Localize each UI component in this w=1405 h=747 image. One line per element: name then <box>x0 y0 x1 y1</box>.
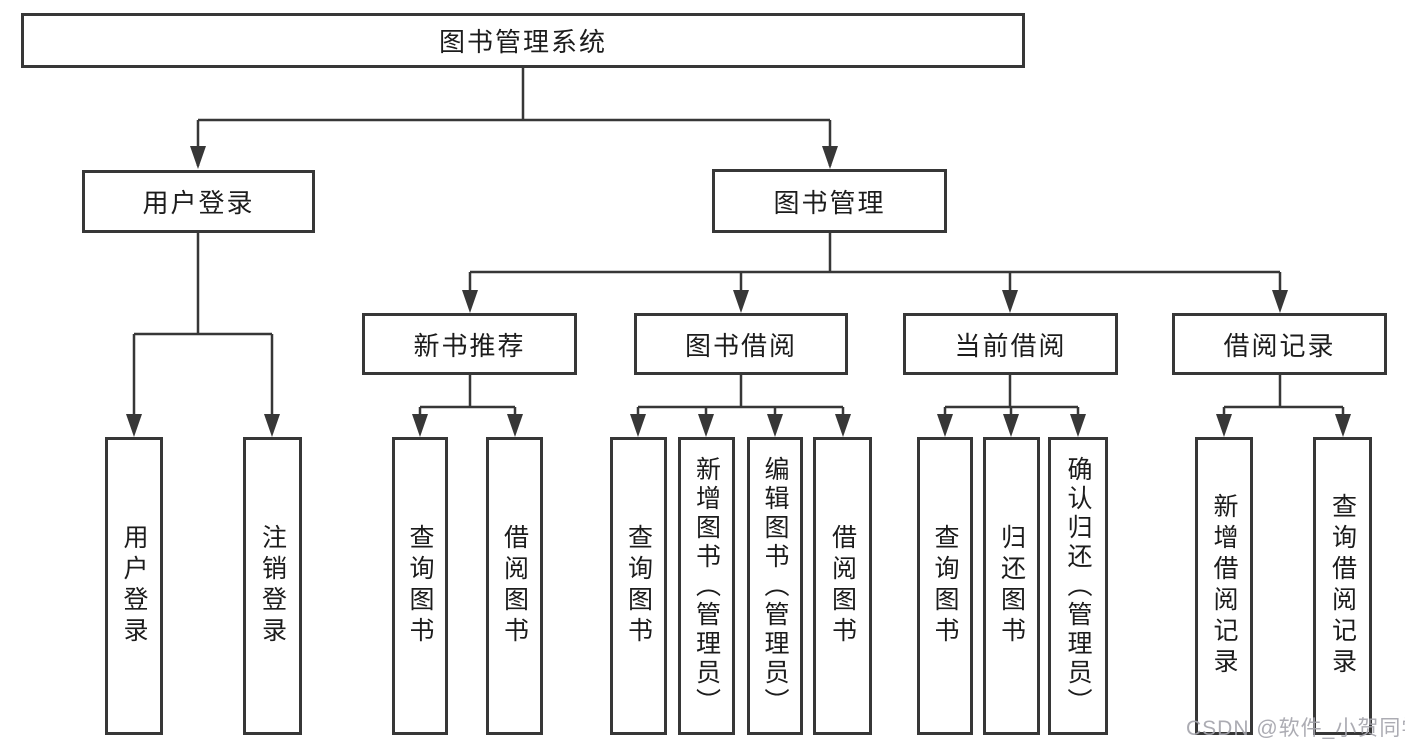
csdn-watermark: CSDN @软件_小贺同学 <box>1186 717 1405 740</box>
node-user-login: 用户登录 <box>82 170 315 233</box>
leaf-borrow-books-recommend: 借阅图书 <box>486 437 543 735</box>
arrowheads <box>126 146 1351 437</box>
leaf-user-login: 用户登录 <box>105 437 163 735</box>
leaf-confirm-return-admin: 确认归还（管理员） <box>1048 437 1108 735</box>
node-library-management-system: 图书管理系统 <box>21 13 1025 68</box>
node-book-management: 图书管理 <box>712 169 947 233</box>
leaf-query-borrow-record: 查询借阅记录 <box>1313 437 1372 735</box>
node-book-borrowing: 图书借阅 <box>634 313 848 375</box>
leaf-return-books: 归还图书 <box>983 437 1040 735</box>
node-current-borrowing: 当前借阅 <box>903 313 1118 375</box>
leaf-logout-login: 注销登录 <box>243 437 302 735</box>
leaf-add-borrow-record: 新增借阅记录 <box>1195 437 1253 735</box>
leaf-query-books-recommend: 查询图书 <box>392 437 448 735</box>
leaf-add-books-admin: 新增图书（管理员） <box>678 437 735 735</box>
node-new-book-recommend: 新书推荐 <box>362 313 577 375</box>
leaf-edit-books-admin: 编辑图书（管理员） <box>747 437 803 735</box>
leaf-query-books-current: 查询图书 <box>917 437 973 735</box>
node-borrow-records: 借阅记录 <box>1172 313 1387 375</box>
leaf-borrow-books: 借阅图书 <box>813 437 872 735</box>
leaf-query-books-borrowing: 查询图书 <box>610 437 667 735</box>
